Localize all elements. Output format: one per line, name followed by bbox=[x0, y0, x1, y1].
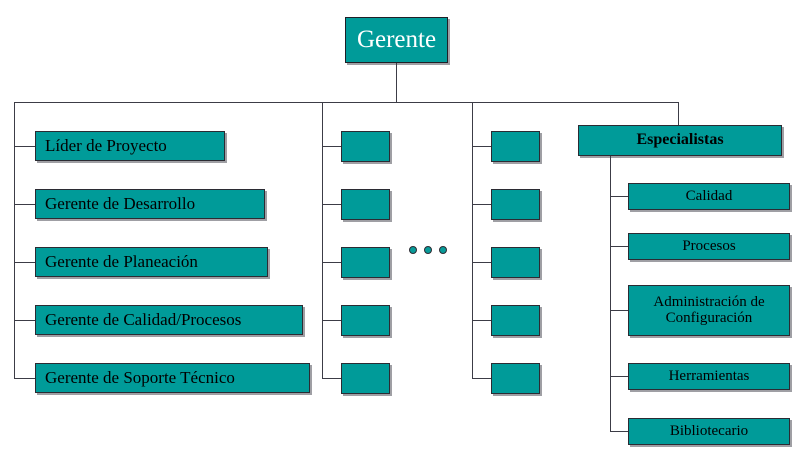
node-left-4-label: Gerente de Calidad/Procesos bbox=[45, 310, 242, 330]
connector-stub-right-4 bbox=[610, 376, 628, 377]
ellipsis-dot-3 bbox=[439, 246, 447, 254]
node-right-calidad-label: Calidad bbox=[685, 187, 733, 204]
node-left-2[interactable]: Gerente de Desarrollo bbox=[35, 189, 265, 219]
node-mid-b-5[interactable] bbox=[491, 363, 540, 394]
node-especialistas-label: Especialistas bbox=[636, 131, 724, 149]
connector-spine-left bbox=[14, 144, 15, 378]
node-right-procesos-label: Procesos bbox=[682, 237, 736, 254]
node-especialistas[interactable]: Especialistas bbox=[578, 125, 782, 156]
connector-drop-middle-a bbox=[322, 102, 323, 144]
connector-stub-mid-b-5 bbox=[472, 378, 491, 379]
connector-stub-mid-a-3 bbox=[322, 262, 341, 263]
node-mid-a-4[interactable] bbox=[341, 305, 390, 336]
node-left-5-label: Gerente de Soporte Técnico bbox=[45, 368, 235, 388]
connector-root-stem bbox=[396, 63, 397, 102]
connector-stub-right-5 bbox=[610, 431, 628, 432]
node-right-bibliotecario[interactable]: Bibliotecario bbox=[628, 418, 790, 445]
node-left-1[interactable]: Líder de Proyecto bbox=[35, 131, 225, 161]
connector-stub-right-2 bbox=[610, 246, 628, 247]
connector-stub-mid-a-5 bbox=[322, 378, 341, 379]
connector-stub-mid-b-1 bbox=[472, 146, 491, 147]
connector-stub-mid-a-2 bbox=[322, 204, 341, 205]
connector-stub-mid-a-1 bbox=[322, 146, 341, 147]
connector-stub-mid-b-2 bbox=[472, 204, 491, 205]
connector-spine-right bbox=[610, 156, 611, 432]
connector-stub-left-2 bbox=[14, 204, 35, 205]
node-left-4[interactable]: Gerente de Calidad/Procesos bbox=[35, 305, 303, 335]
node-left-5[interactable]: Gerente de Soporte Técnico bbox=[35, 363, 310, 393]
node-mid-a-5[interactable] bbox=[341, 363, 390, 394]
node-right-herramientas-label: Herramientas bbox=[668, 367, 750, 384]
node-left-1-label: Líder de Proyecto bbox=[45, 136, 167, 156]
node-mid-b-3[interactable] bbox=[491, 247, 540, 278]
node-left-2-label: Gerente de Desarrollo bbox=[45, 194, 196, 214]
node-mid-a-3[interactable] bbox=[341, 247, 390, 278]
node-mid-a-2[interactable] bbox=[341, 189, 390, 220]
connector-stub-left-3 bbox=[14, 262, 35, 263]
node-right-administracion-configuracion[interactable]: Administración de Configuración bbox=[628, 285, 790, 336]
node-right-bibliotecario-label: Bibliotecario bbox=[669, 422, 749, 439]
connector-drop-left bbox=[14, 102, 15, 144]
connector-stub-right-3 bbox=[610, 310, 628, 311]
connector-drop-right bbox=[678, 102, 679, 125]
ellipsis-dot-2 bbox=[424, 246, 432, 254]
connector-stub-left-5 bbox=[14, 378, 35, 379]
connector-spine-middle-a bbox=[322, 144, 323, 378]
connector-stub-mid-b-4 bbox=[472, 320, 491, 321]
connector-spine-middle-b bbox=[472, 144, 473, 378]
node-mid-b-2[interactable] bbox=[491, 189, 540, 220]
connector-stub-mid-a-4 bbox=[322, 320, 341, 321]
node-left-3-label: Gerente de Planeación bbox=[45, 252, 198, 272]
connector-stub-left-4 bbox=[14, 320, 35, 321]
node-right-herramientas[interactable]: Herramientas bbox=[628, 363, 790, 390]
node-left-3[interactable]: Gerente de Planeación bbox=[35, 247, 268, 277]
node-gerente[interactable]: Gerente bbox=[345, 17, 448, 63]
connector-stub-mid-b-3 bbox=[472, 262, 491, 263]
node-right-administracion-configuracion-label: Administración de Configuración bbox=[653, 293, 765, 326]
connector-drop-middle-b bbox=[472, 102, 473, 144]
continuation-ellipsis bbox=[409, 246, 447, 254]
node-mid-b-1[interactable] bbox=[491, 131, 540, 162]
node-mid-a-1[interactable] bbox=[341, 131, 390, 162]
ellipsis-dot-1 bbox=[409, 246, 417, 254]
node-mid-b-4[interactable] bbox=[491, 305, 540, 336]
connector-stub-right-1 bbox=[610, 196, 628, 197]
node-gerente-label: Gerente bbox=[356, 25, 437, 53]
connector-stub-left-1 bbox=[14, 146, 35, 147]
node-right-procesos[interactable]: Procesos bbox=[628, 233, 790, 260]
node-right-calidad[interactable]: Calidad bbox=[628, 183, 790, 210]
connector-top-bus bbox=[14, 102, 679, 103]
